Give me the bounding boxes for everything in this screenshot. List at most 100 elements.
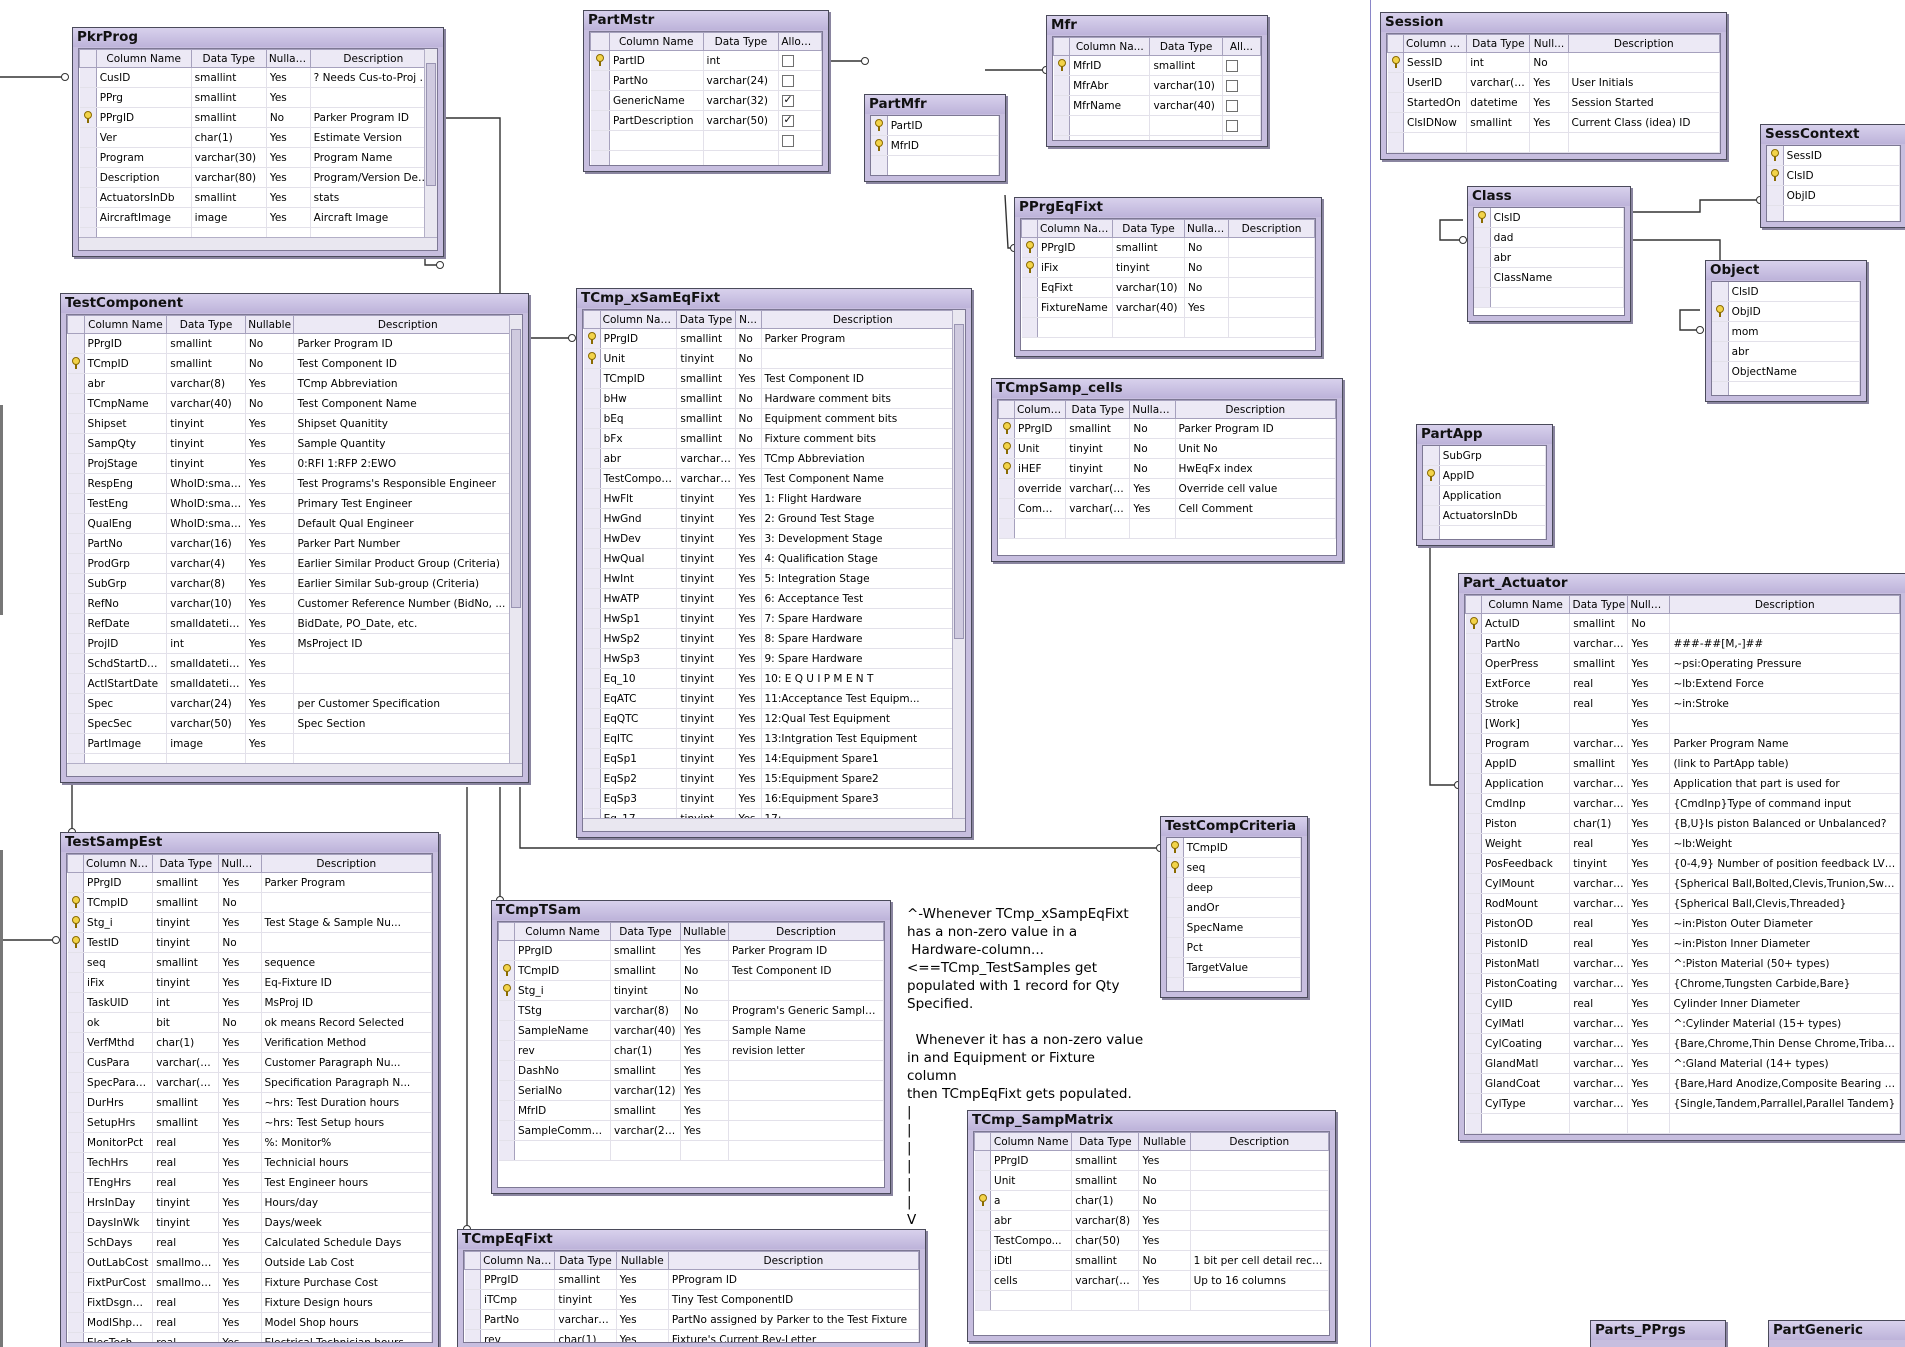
column-header[interactable]: Column Name [514,922,611,941]
vertical-scrollbar[interactable] [952,310,965,831]
column-header[interactable]: Description [1189,1132,1329,1151]
column-header[interactable]: Description [760,310,965,329]
column-row[interactable]: MfrID [871,135,999,156]
column-header[interactable]: Description [728,922,884,941]
column-header[interactable]: Column Name [1481,595,1571,614]
table-title[interactable]: PartApp [1417,425,1552,444]
allow-nulls-checkbox[interactable] [782,134,795,147]
table-title[interactable]: PPrgEqFixt [1015,198,1321,217]
column-header[interactable]: Description [309,49,437,68]
table-title[interactable]: TestCompCriteria [1161,817,1307,836]
column-header[interactable]: Data Type [702,32,780,51]
column-header[interactable]: Description [1567,34,1720,53]
empty-cell[interactable] [1014,518,1067,539]
empty-cell[interactable] [609,150,704,165]
column-header[interactable]: Nullable [680,922,729,941]
column-header[interactable]: Column Name [95,49,192,68]
column-header[interactable]: Column Name [1037,219,1113,238]
column-row[interactable]: SpecName [1167,917,1301,938]
table-title[interactable]: TCmp_xSamEqFixt [577,289,971,308]
empty-cell[interactable] [1439,525,1546,539]
table-title[interactable]: TestComponent [61,294,528,313]
empty-cell[interactable] [728,1140,884,1161]
empty-cell[interactable] [1228,317,1315,338]
table-title[interactable]: TCmpTSam [492,901,890,920]
allow-nulls-checkbox[interactable] [782,93,795,107]
column-row[interactable]: abr [1474,247,1624,268]
empty-cell[interactable] [1112,317,1185,338]
table-title[interactable]: PartGeneric [1769,1321,1905,1340]
column-header[interactable]: Nullable [1184,219,1229,238]
empty-cell[interactable] [1065,518,1131,539]
column-row[interactable]: dad [1474,227,1624,248]
column-header[interactable]: Nullable [218,854,262,873]
column-header[interactable]: Column Name [990,1132,1073,1151]
empty-cell[interactable] [1529,132,1569,153]
horizontal-scrollbar[interactable] [79,237,437,250]
empty-cell[interactable] [1627,1113,1671,1134]
empty-cell[interactable] [1069,135,1151,140]
column-header[interactable]: Data Type [152,854,220,873]
column-row[interactable]: AppID [1423,465,1546,486]
column-header[interactable]: Column Name [83,315,168,334]
empty-cell[interactable] [1728,381,1860,395]
empty-cell[interactable] [887,155,999,175]
allow-nulls-checkbox[interactable] [782,74,795,87]
column-header[interactable]: Nullable [265,49,311,68]
column-row[interactable]: Application [1423,485,1546,506]
empty-cell[interactable] [1490,287,1624,308]
vertical-scrollbar[interactable] [509,315,522,776]
column-header[interactable]: Data Type [1071,1132,1140,1151]
